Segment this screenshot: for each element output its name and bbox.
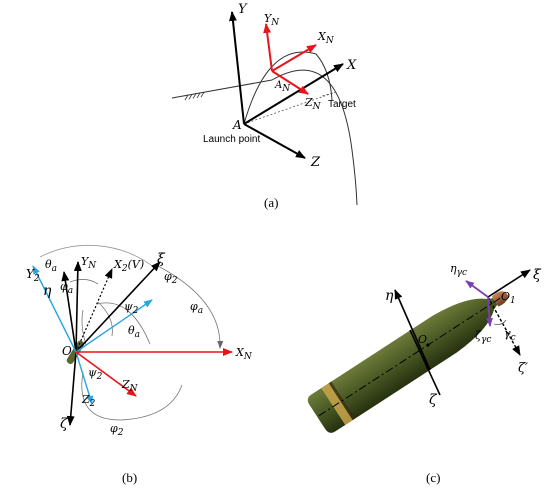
label-zeta: ζ bbox=[60, 416, 69, 432]
label-phi2-top: φ2 bbox=[164, 270, 178, 286]
label-phi2-bottom: φ2 bbox=[110, 422, 124, 438]
label-theta-a-top: θa bbox=[45, 258, 57, 274]
label-origin-a: A bbox=[232, 118, 242, 132]
gray-arc bbox=[97, 301, 113, 337]
axis-yn bbox=[73, 261, 82, 353]
ground-line bbox=[171, 79, 273, 99]
label-yn: YN bbox=[81, 255, 97, 271]
axis-z bbox=[243, 123, 306, 159]
label-psi2-bottom: ψ2 bbox=[88, 366, 103, 382]
label-z2: Z2 bbox=[81, 393, 96, 409]
axis-x bbox=[243, 63, 344, 125]
panel-label-a: (a) bbox=[264, 195, 278, 210]
label-x: X bbox=[346, 58, 357, 73]
label-phi-a-right: φa bbox=[190, 300, 203, 316]
projectile bbox=[307, 291, 508, 433]
axis-zeta-prime bbox=[487, 296, 521, 356]
label-x2v: X2(V) bbox=[113, 258, 144, 274]
panel-c: η ηγc ξ O O1 ζ ζγc γc ζ′ (c) bbox=[307, 262, 542, 485]
axis-y2 bbox=[32, 265, 77, 353]
label-eta-gamma: ηγc bbox=[450, 262, 467, 278]
axis-blue-xi bbox=[75, 299, 153, 353]
label-origin-o: O bbox=[62, 344, 72, 358]
label-target: Target bbox=[328, 99, 356, 110]
axis-yn bbox=[263, 23, 273, 72]
axis-xi bbox=[487, 269, 531, 298]
axis-zn bbox=[271, 70, 309, 95]
axis-eta-gamma bbox=[465, 280, 489, 298]
label-origin-o: O bbox=[418, 333, 427, 346]
label-eta: η bbox=[385, 288, 394, 304]
axis-eta bbox=[394, 289, 431, 371]
axis-zeta-gamma bbox=[485, 296, 493, 327]
axis-xi bbox=[75, 261, 161, 353]
panel-label-c: (c) bbox=[426, 470, 440, 485]
label-an: AN bbox=[274, 80, 291, 94]
label-theta-a-mid: θa bbox=[128, 324, 140, 340]
label-zn: ZN bbox=[121, 378, 139, 394]
projectile-axis bbox=[318, 297, 501, 417]
gray-arc bbox=[157, 265, 224, 349]
label-zeta-prime: ζ′ bbox=[518, 361, 528, 376]
axis-zeta bbox=[66, 351, 77, 426]
label-psi2-top: ψ2 bbox=[124, 300, 139, 316]
label-zn: ZN bbox=[304, 96, 322, 112]
gray-arc bbox=[96, 302, 151, 345]
label-launch-point: Launch point bbox=[203, 134, 260, 145]
gray-arc bbox=[39, 244, 156, 269]
label-o1: O1 bbox=[501, 290, 516, 306]
panel-a: Y X Z YN XN ZN AN A Launch point Target … bbox=[171, 2, 358, 210]
label-zeta-gamma: ζγc bbox=[475, 329, 491, 345]
dashed-line bbox=[243, 91, 337, 125]
axis-x2 bbox=[75, 268, 113, 353]
label-y: Y bbox=[238, 2, 248, 17]
panel-label-b: (b) bbox=[122, 470, 137, 485]
axis-zeta bbox=[409, 329, 441, 396]
axis-eta bbox=[61, 271, 77, 353]
axis-z2 bbox=[75, 351, 93, 405]
panel-b: Y2 YN X2(V) ξ η θa φa ψ2 φ2 φa θa O XN ψ… bbox=[26, 244, 253, 485]
gray-arc bbox=[69, 279, 99, 285]
label-xn: XN bbox=[235, 346, 253, 362]
label-phi-a-left: φa bbox=[60, 280, 73, 296]
label-yn: YN bbox=[264, 12, 280, 28]
dashed-line bbox=[321, 91, 337, 97]
label-gamma-c: γc bbox=[504, 327, 516, 343]
earth-arc bbox=[271, 69, 358, 206]
label-y2: Y2 bbox=[26, 267, 40, 284]
ground-hatch bbox=[184, 91, 205, 101]
gray-arc bbox=[81, 371, 183, 421]
label-eta: η bbox=[43, 283, 52, 299]
axis-xn bbox=[271, 44, 317, 72]
label-z: Z bbox=[310, 155, 321, 170]
gray-arc bbox=[81, 309, 87, 346]
label-xn: XN bbox=[317, 30, 335, 46]
axis-zn bbox=[75, 351, 137, 397]
center-of-mass bbox=[426, 343, 430, 347]
projectile-body bbox=[307, 298, 498, 433]
label-xi: ξ bbox=[533, 267, 542, 283]
gamma-arc bbox=[493, 319, 507, 325]
axis-y bbox=[228, 11, 245, 125]
label-zeta: ζ bbox=[429, 392, 438, 408]
label-xi: ξ bbox=[157, 251, 166, 267]
